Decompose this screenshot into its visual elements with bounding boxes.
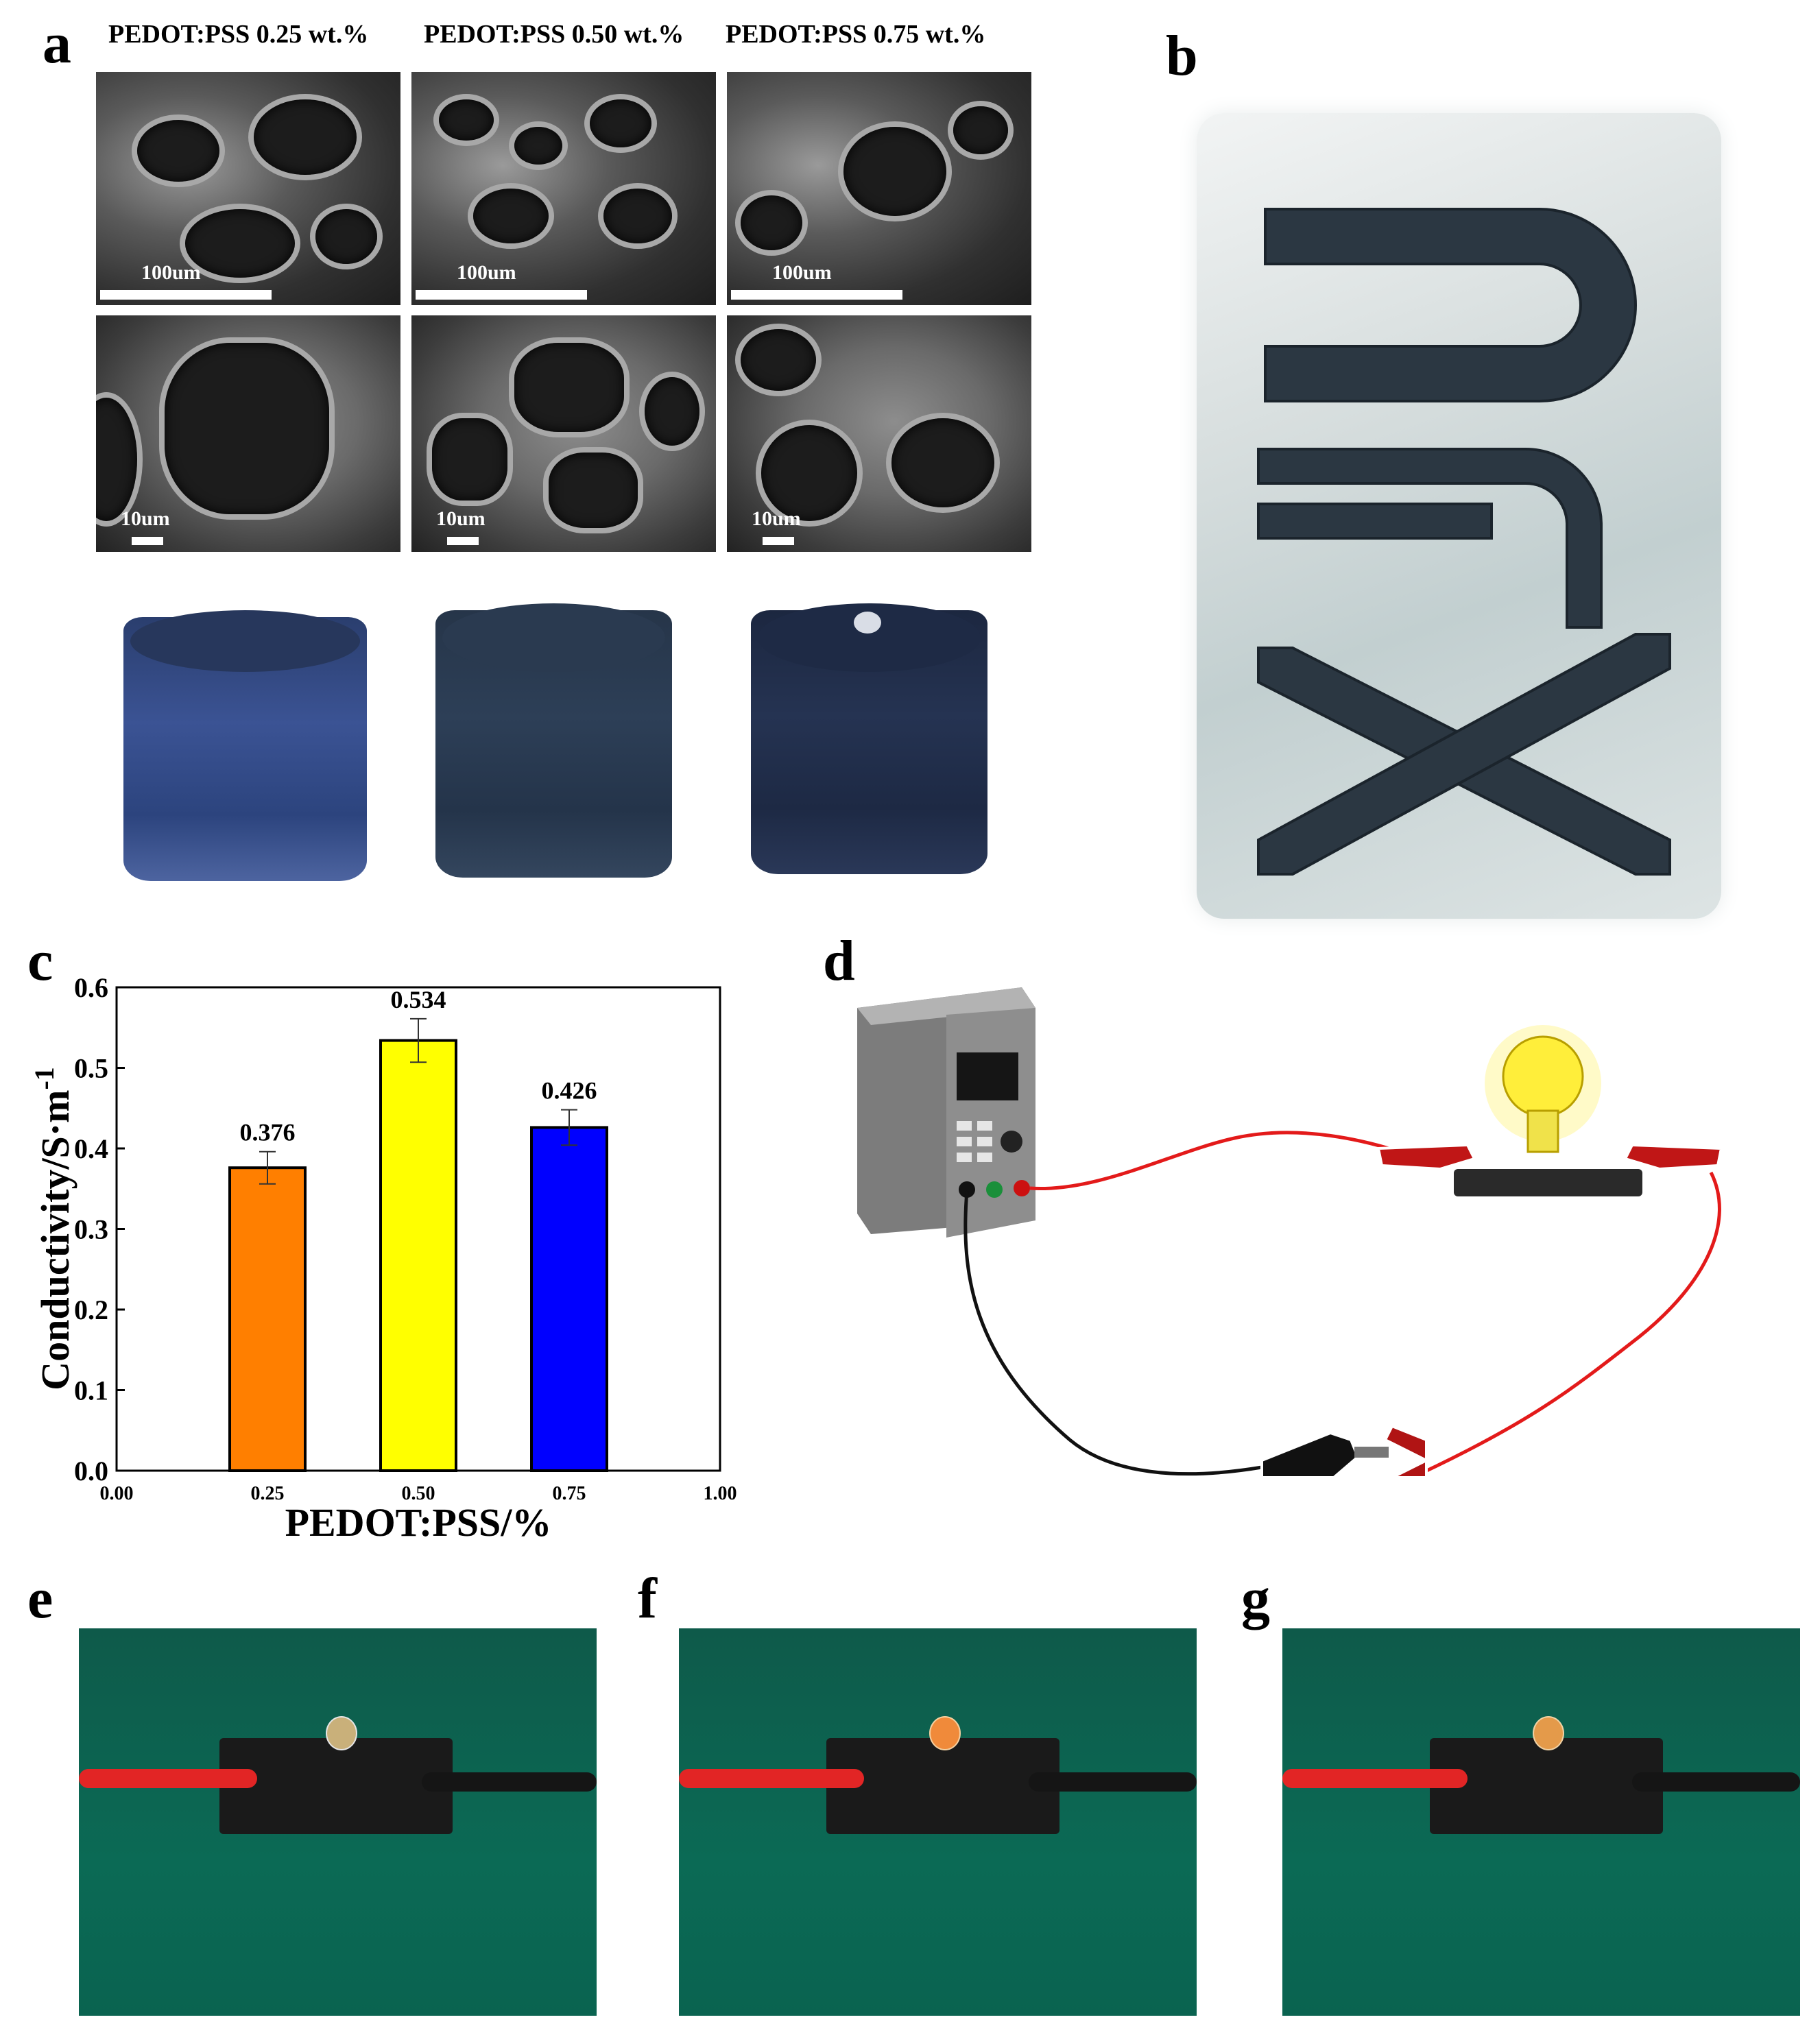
concentration-title-3: PEDOT:PSS 0.75 wt.% — [726, 20, 986, 49]
printed-letters-photo — [1197, 113, 1721, 919]
concentration-title-2: PEDOT:PSS 0.50 wt.% — [424, 20, 684, 49]
x-axis-label: PEDOT:PSS/% — [285, 1500, 552, 1545]
x-tick-label: 0.75 — [553, 1483, 586, 1504]
bar-value-label: 0.534 — [391, 986, 446, 1013]
panel-label-d: d — [823, 929, 855, 993]
y-tick-label: 0.1 — [74, 1375, 108, 1406]
sem-image-025-low-mag: 100um — [96, 72, 400, 305]
x-tick-label: 0.25 — [251, 1483, 285, 1504]
sem-image-050-low-mag: 100um — [411, 72, 716, 305]
panel-label-c: c — [27, 929, 53, 993]
black-wire — [963, 1190, 1262, 1476]
photo-bulb-test-f — [679, 1628, 1197, 2016]
bar-0.75 — [530, 1126, 608, 1472]
y-tick-label: 0.3 — [74, 1214, 108, 1245]
concentration-title-1: PEDOT:PSS 0.25 wt.% — [108, 20, 369, 49]
bar-0.50 — [379, 1039, 457, 1473]
x-tick-label: 0.00 — [100, 1483, 134, 1504]
red-wire-top — [1029, 1131, 1420, 1191]
x-axis-ticks: 0.00 0.25 0.50 0.75 1.00 — [100, 1462, 737, 1504]
red-clip-bottom-icon — [1383, 1424, 1430, 1479]
panel-label-a: a — [43, 12, 71, 75]
sem-image-050-high-mag: 10um — [411, 315, 716, 552]
x-tick-label: 1.00 — [704, 1483, 737, 1504]
hydrogel-sample-050 — [435, 603, 672, 878]
photo-bulb-test-e — [79, 1628, 597, 2016]
scale-label-top-1: 100um — [141, 261, 201, 284]
scale-label-top-2: 100um — [457, 261, 516, 284]
panel-label-b: b — [1166, 24, 1198, 88]
panel-label-e: e — [27, 1567, 53, 1630]
y-tick-label: 0.5 — [74, 1053, 108, 1084]
panel-label-g: g — [1241, 1567, 1270, 1630]
y-tick-label: 0.4 — [74, 1133, 108, 1164]
y-axis-ticks: 0.0 0.1 0.2 0.3 0.4 0.5 0.6 — [74, 972, 125, 1486]
circuit-diagram — [857, 987, 1723, 1479]
red-wire-right — [1418, 1171, 1721, 1476]
panel-label-f: f — [638, 1567, 657, 1630]
scale-label-top-3: 100um — [772, 261, 832, 284]
hydrogel-sample-075 — [751, 603, 987, 874]
power-supply — [857, 987, 1035, 1238]
photo-bulb-test-g — [1282, 1628, 1800, 2016]
bar-series: 0.376 0.534 0.426 — [228, 986, 608, 1473]
bar-0.25 — [228, 1166, 307, 1472]
conductivity-bar-chart: 0.0 0.1 0.2 0.3 0.4 0.5 0.6 0.00 0.25 0.50 0.75 1.… — [29, 972, 737, 1545]
x-tick-label: 0.50 — [402, 1483, 435, 1504]
sem-image-075-high-mag: 10um — [727, 315, 1031, 552]
scale-label-bottom-3: 10um — [752, 507, 801, 530]
xju-letters-graphic — [1257, 208, 1671, 876]
sem-image-025-high-mag: 10um — [96, 315, 400, 552]
sem-image-075-low-mag: 100um — [727, 72, 1031, 305]
red-clip-right-icon — [1623, 1143, 1723, 1171]
y-axis-label: Conductivity/S·m-1 — [29, 1067, 77, 1390]
bulb-medium-icon — [1533, 1716, 1564, 1750]
bar-value-label: 0.376 — [240, 1119, 296, 1146]
bulb-dim-icon — [326, 1716, 357, 1750]
clip-connector — [1354, 1447, 1389, 1458]
y-tick-label: 0.0 — [74, 1456, 108, 1486]
black-clip-icon — [1260, 1431, 1360, 1479]
hydrogel-sample-025 — [123, 610, 367, 881]
scale-label-bottom-1: 10um — [121, 507, 170, 530]
red-clip-left-icon — [1376, 1143, 1476, 1171]
bar-value-label: 0.426 — [542, 1077, 597, 1105]
y-tick-label: 0.2 — [74, 1294, 108, 1325]
bulb-bright-icon — [929, 1716, 961, 1750]
scale-label-bottom-2: 10um — [436, 507, 486, 530]
y-tick-label: 0.6 — [74, 972, 108, 1003]
light-bulb-icon — [1454, 1025, 1642, 1196]
